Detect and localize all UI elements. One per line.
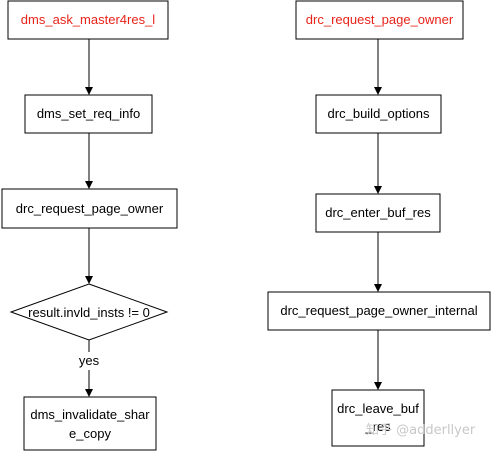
- node-drc-request-page-owner-internal[interactable]: drc_request_page_owner_internal: [267, 291, 491, 331]
- node-dms-set-req-info[interactable]: dms_set_req_info: [24, 94, 153, 134]
- node-label: drc_request_page_owner_internal: [280, 303, 477, 318]
- node-label: drc_request_page_owner: [16, 201, 164, 216]
- node-drc-request-page-owner-left[interactable]: drc_request_page_owner: [1, 188, 178, 229]
- right-flow: drc_request_page_owner drc_build_options…: [267, 0, 491, 447]
- edge-label-bg: [76, 352, 102, 370]
- watermark-text: 知乎 @adderllyer: [366, 422, 476, 438]
- node-label: drc_enter_buf_res: [325, 205, 431, 220]
- node-label-line1: drc_leave_buf: [337, 401, 419, 416]
- node-label: dms_set_req_info: [37, 106, 140, 121]
- edge-label-yes: yes: [79, 353, 100, 368]
- node-drc-leave-buf-res[interactable]: drc_leave_buf _res: [331, 389, 425, 447]
- node-drc-build-options[interactable]: drc_build_options: [315, 94, 442, 134]
- left-flow: dms_ask_master4res_l dms_set_req_info dr…: [1, 0, 178, 451]
- decision-invld-insts[interactable]: result.invld_insts != 0: [9, 283, 169, 341]
- node-dms-ask-master4res-l[interactable]: dms_ask_master4res_l: [7, 0, 169, 40]
- decision-label: result.invld_insts != 0: [28, 305, 150, 320]
- node-label: drc_request_page_owner: [306, 12, 454, 27]
- node-dms-invalidate-share-copy[interactable]: dms_invalidate_shar e_copy: [23, 396, 157, 451]
- node-label: drc_build_options: [328, 106, 430, 121]
- node-drc-enter-buf-res[interactable]: drc_enter_buf_res: [315, 193, 441, 233]
- node-label-line2: e_copy: [69, 426, 111, 441]
- node-label: dms_ask_master4res_l: [21, 12, 155, 27]
- node-label-line2: _res: [364, 419, 391, 434]
- node-drc-request-page-owner-right[interactable]: drc_request_page_owner: [295, 0, 464, 40]
- node-label-line1: dms_invalidate_shar: [30, 407, 150, 422]
